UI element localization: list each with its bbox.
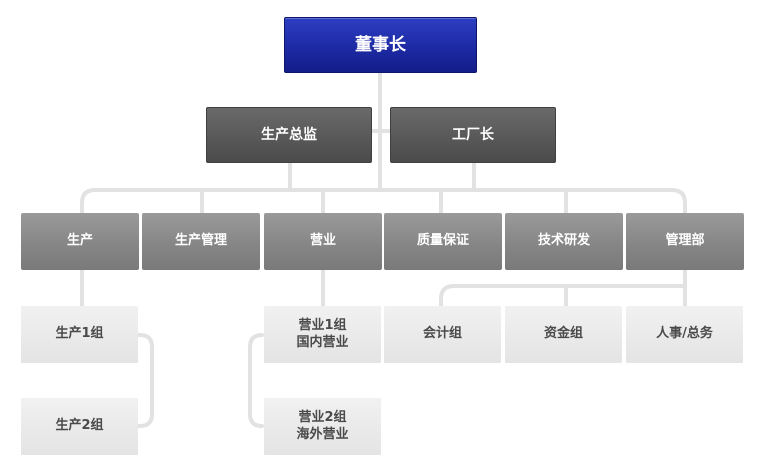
chairman-box: 董事长 [284,17,477,73]
production-group-1-label: 生产1组 [55,326,104,342]
sales-group-2-line1: 营业2组 [298,409,347,425]
hr-general-affairs-box: 人事/总务 [626,306,743,363]
dept-production-management-label: 生产管理 [174,233,227,249]
funds-group-label: 资金组 [543,326,583,342]
accounting-group-label: 会计组 [422,326,462,342]
dept-quality-assurance-box: 质量保证 [384,213,502,270]
accounting-group-box: 会计组 [384,306,501,363]
dept-tech-rd-box: 技术研发 [505,213,623,270]
sales-group-2-box: 营业2组 海外营业 [264,398,381,455]
hr-general-affairs-label: 人事/总务 [656,326,713,342]
dept-production-management-box: 生产管理 [142,213,260,270]
connector-accounting [439,284,456,308]
dept-management-label: 管理部 [665,233,705,249]
dept-production-label: 生产 [66,233,93,249]
connector-production-group2 [136,333,154,428]
dept-tech-rd-label: 技术研发 [537,233,590,249]
sales-group-2-line2: 海外营业 [296,426,349,442]
production-group-2-label: 生产2组 [55,418,104,434]
production-director-label: 生产总监 [261,126,317,143]
sales-group-1-box: 营业1组 国内营业 [264,306,381,363]
funds-group-box: 资金组 [505,306,622,363]
chairman-label: 董事长 [355,34,406,55]
dept-sales-box: 营业 [264,213,382,270]
production-group-2-box: 生产2组 [21,398,138,455]
dept-sales-label: 营业 [309,233,336,249]
factory-manager-box: 工厂长 [390,107,556,163]
dept-quality-assurance-label: 质量保证 [416,233,469,249]
dept-production-box: 生产 [21,213,139,270]
connector-sales-group2 [248,333,264,428]
sales-group-1-line1: 营业1组 [298,317,347,333]
production-group-1-box: 生产1组 [21,306,138,363]
production-director-box: 生产总监 [206,107,372,163]
factory-manager-label: 工厂长 [452,126,494,143]
sales-group-1-line2: 国内营业 [296,334,349,350]
connector-dept-rail [93,188,687,215]
connector-dept-left [80,188,97,215]
dept-management-box: 管理部 [626,213,744,270]
